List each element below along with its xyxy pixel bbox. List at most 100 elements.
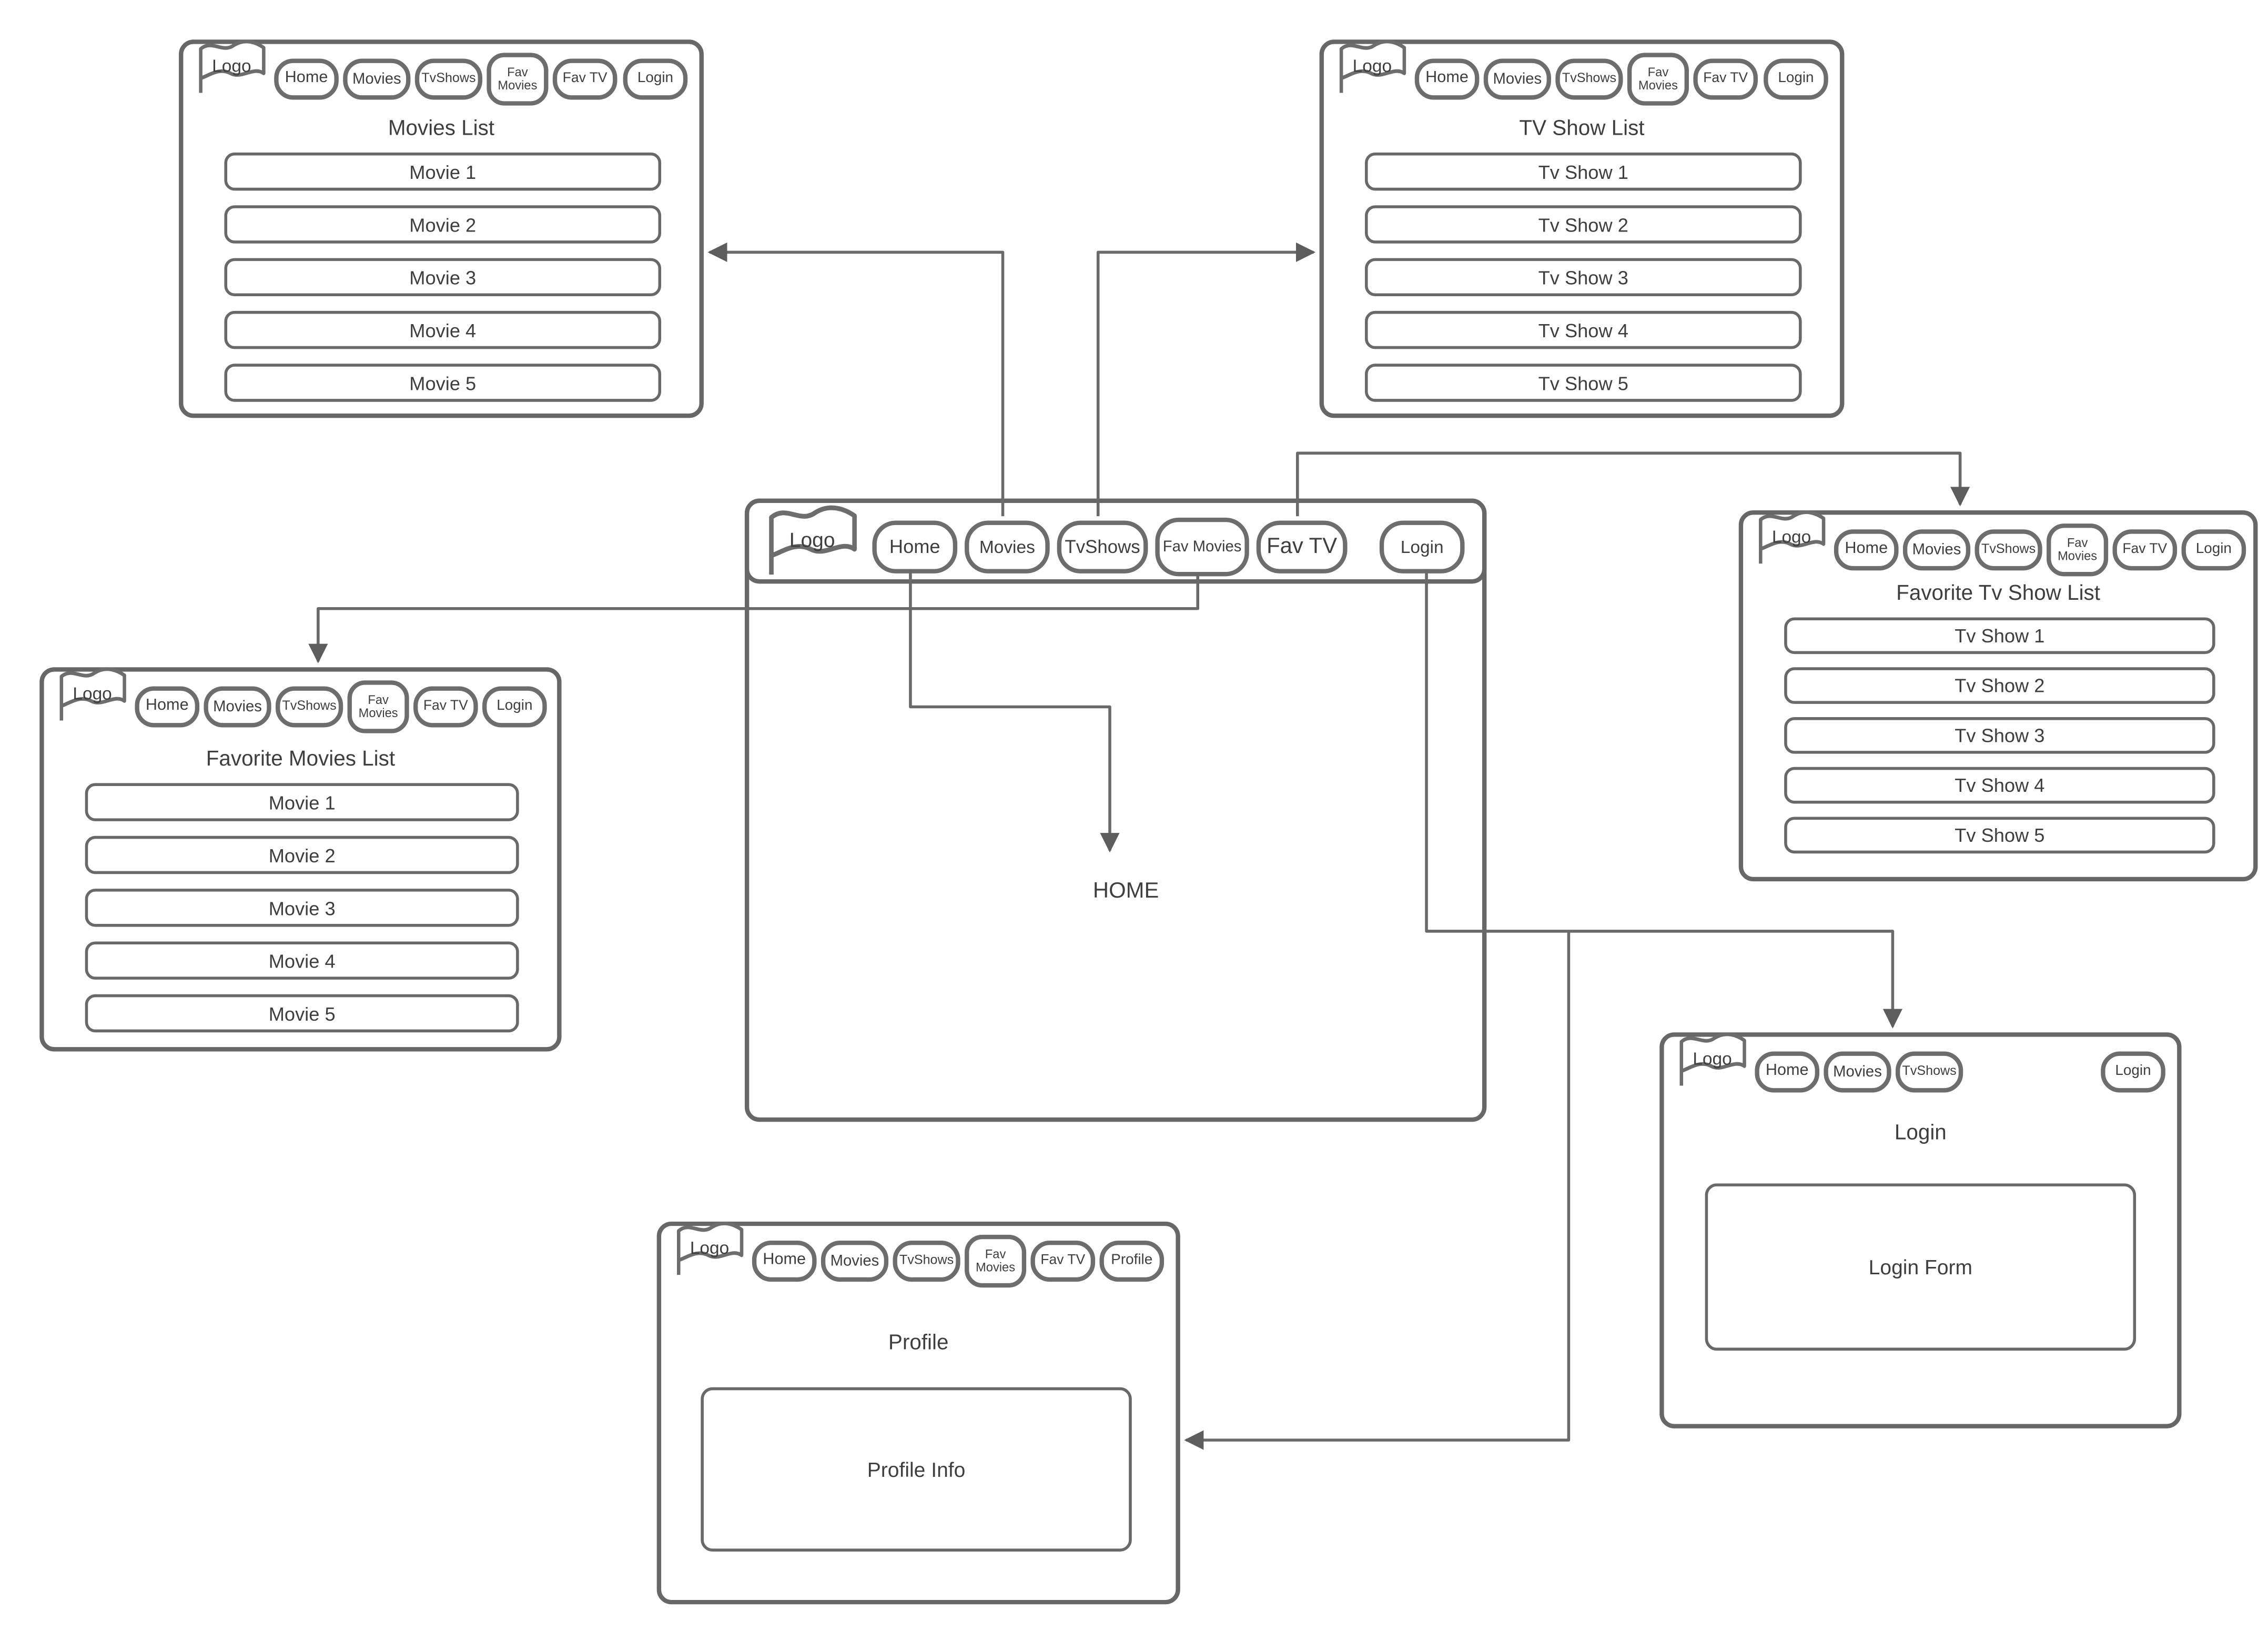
- logo-label: Logo: [212, 55, 251, 76]
- connector-movies-to-movies-list: [707, 242, 1005, 517]
- nav-movies-button[interactable]: Movies: [965, 520, 1050, 573]
- nav-login-button[interactable]: Login: [623, 58, 688, 100]
- logo: Logo: [1676, 1030, 1749, 1088]
- nav-tvshows-button[interactable]: TvShows: [1895, 1051, 1963, 1093]
- nav-tvshows-button[interactable]: TvShows: [1555, 58, 1623, 100]
- list-item[interactable]: Tv Show 1: [1784, 617, 2215, 655]
- nav-home-button[interactable]: Home: [274, 58, 339, 100]
- nav-tvshows-button[interactable]: TvShows: [414, 58, 483, 100]
- nav-movies-button[interactable]: Movies: [343, 58, 411, 100]
- list-item[interactable]: Tv Show 4: [1784, 767, 2215, 804]
- list-item[interactable]: Movie 5: [224, 364, 662, 402]
- nav-bar: Home Movies TvShows Fav Movies Fav TV Lo…: [872, 515, 1465, 579]
- nav-fav-tv-button[interactable]: Fav TV: [1256, 520, 1348, 573]
- nav-profile-button[interactable]: Profile: [1099, 1241, 1165, 1282]
- nav-fav-movies-button[interactable]: Fav Movies: [1155, 517, 1249, 577]
- logo: Logo: [195, 37, 268, 95]
- favorite-tv-show-list: Tv Show 1 Tv Show 2 Tv Show 3 Tv Show 4 …: [1784, 617, 2215, 854]
- flag-icon: [1679, 1032, 1746, 1086]
- list-item[interactable]: Tv Show 2: [1784, 667, 2215, 704]
- list-item[interactable]: Tv Show 3: [1364, 258, 1802, 297]
- list-item[interactable]: Movie 2: [85, 835, 519, 874]
- nav-fav-movies-button[interactable]: Fav Movies: [487, 53, 549, 106]
- page-login: Logo Home Movies TvShows Login Login Log…: [1659, 1030, 2182, 1428]
- page-home: Logo Home Movies TvShows Fav Movies Fav …: [744, 498, 1487, 1122]
- logo: Logo: [56, 665, 129, 723]
- nav-home-button[interactable]: Home: [752, 1241, 817, 1282]
- nav-home-button[interactable]: Home: [1414, 58, 1480, 100]
- nav-tvshows-button[interactable]: TvShows: [1975, 529, 2042, 571]
- nav-fav-movies-button[interactable]: Fav Movies: [1627, 53, 1689, 106]
- nav-bar: Home Movies TvShows Fav Movies Fav TV Lo…: [1834, 523, 2246, 577]
- flag-icon: [199, 39, 266, 93]
- nav-movies-button[interactable]: Movies: [821, 1241, 889, 1282]
- nav-login-button[interactable]: Login: [1379, 520, 1465, 573]
- nav-fav-tv-button[interactable]: Fav TV: [413, 686, 478, 728]
- nav-login-button[interactable]: Login: [2181, 529, 2246, 571]
- favorite-movies-list: Movie 1 Movie 2 Movie 3 Movie 4 Movie 5: [85, 783, 519, 1033]
- list-item[interactable]: Tv Show 3: [1784, 717, 2215, 754]
- nav-fav-movies-button[interactable]: Fav Movies: [2047, 523, 2109, 577]
- logo-label: Logo: [1771, 526, 1811, 547]
- page-title: Movies List: [388, 117, 495, 141]
- list-item[interactable]: Tv Show 2: [1364, 205, 1802, 244]
- nav-home-button[interactable]: Home: [1834, 529, 1899, 571]
- page-title: Profile: [888, 1331, 949, 1355]
- flag-icon: [1339, 39, 1406, 93]
- tv-show-list: Tv Show 1 Tv Show 2 Tv Show 3 Tv Show 4 …: [1364, 152, 1802, 402]
- nav-tvshows-button[interactable]: TvShows: [893, 1241, 960, 1282]
- nav-tvshows-button[interactable]: TvShows: [276, 686, 343, 728]
- flag-icon: [676, 1221, 744, 1275]
- nav-fav-tv-button[interactable]: Fav TV: [552, 58, 617, 100]
- nav-movies-button[interactable]: Movies: [204, 686, 271, 728]
- nav-login-button[interactable]: Login: [1764, 58, 1828, 100]
- page-title: TV Show List: [1519, 117, 1645, 141]
- page-title: Login: [1894, 1122, 1947, 1145]
- page-movies-list: Logo Home Movies TvShows Fav Movies Fav …: [179, 39, 704, 418]
- nav-home-button[interactable]: Home: [1755, 1051, 1820, 1093]
- logo-label: Logo: [690, 1237, 730, 1259]
- profile-info-placeholder[interactable]: Profile Info: [701, 1387, 1132, 1552]
- list-item[interactable]: Movie 3: [85, 889, 519, 927]
- nav-login-button[interactable]: Login: [482, 686, 547, 728]
- nav-home-button[interactable]: Home: [872, 520, 958, 573]
- list-item[interactable]: Movie 4: [85, 941, 519, 980]
- list-item[interactable]: Tv Show 5: [1784, 817, 2215, 854]
- nav-fav-tv-button[interactable]: Fav TV: [2112, 529, 2178, 571]
- nav-bar: Home Movies TvShows Fav Movies Fav TV Lo…: [1414, 53, 1828, 106]
- list-item[interactable]: Tv Show 5: [1364, 364, 1802, 402]
- nav-movies-button[interactable]: Movies: [1483, 58, 1551, 100]
- nav-fav-movies-button[interactable]: Fav Movies: [965, 1234, 1027, 1288]
- nav-home-button[interactable]: Home: [135, 686, 200, 728]
- login-form-placeholder[interactable]: Login Form: [1705, 1183, 2137, 1351]
- nav-tvshows-button[interactable]: TvShows: [1057, 520, 1148, 573]
- nav-fav-tv-button[interactable]: Fav TV: [1030, 1241, 1096, 1282]
- page-title: Favorite Tv Show List: [1896, 582, 2101, 606]
- list-item[interactable]: Tv Show 1: [1364, 152, 1802, 191]
- list-item[interactable]: Movie 5: [85, 994, 519, 1033]
- list-item[interactable]: Movie 1: [85, 783, 519, 821]
- logo: Logo: [1335, 37, 1409, 95]
- logo: Logo: [1755, 507, 1828, 566]
- page-title: Favorite Movies List: [206, 748, 396, 772]
- nav-movies-button[interactable]: Movies: [1824, 1051, 1891, 1093]
- nav-bar: Home Movies TvShows Fav Movies Fav TV Lo…: [274, 53, 688, 106]
- nav-login-button[interactable]: Login: [2101, 1051, 2165, 1093]
- nav-fav-movies-button[interactable]: Fav Movies: [347, 680, 409, 733]
- nav-bar: Home Movies TvShows Login: [1755, 1045, 2165, 1098]
- list-item[interactable]: Movie 3: [224, 258, 662, 297]
- logo-label: Logo: [73, 683, 112, 704]
- list-item[interactable]: Movie 4: [224, 310, 662, 349]
- movies-list: Movie 1 Movie 2 Movie 3 Movie 4 Movie 5: [224, 152, 662, 402]
- nav-bar: Home Movies TvShows Fav Movies Fav TV Pr…: [752, 1234, 1165, 1288]
- logo: Logo: [764, 501, 860, 578]
- connector-tvshows-to-tv-show-list: [1096, 242, 1316, 517]
- home-content-label: HOME: [1092, 878, 1159, 903]
- nav-movies-button[interactable]: Movies: [1902, 529, 1971, 571]
- nav-fav-tv-button[interactable]: Fav TV: [1693, 58, 1758, 100]
- list-item[interactable]: Movie 2: [224, 205, 662, 244]
- logo: Logo: [673, 1219, 746, 1277]
- list-item[interactable]: Movie 1: [224, 152, 662, 191]
- list-item[interactable]: Tv Show 4: [1364, 310, 1802, 349]
- page-tv-show-list: Logo Home Movies TvShows Fav Movies Fav …: [1319, 37, 1845, 418]
